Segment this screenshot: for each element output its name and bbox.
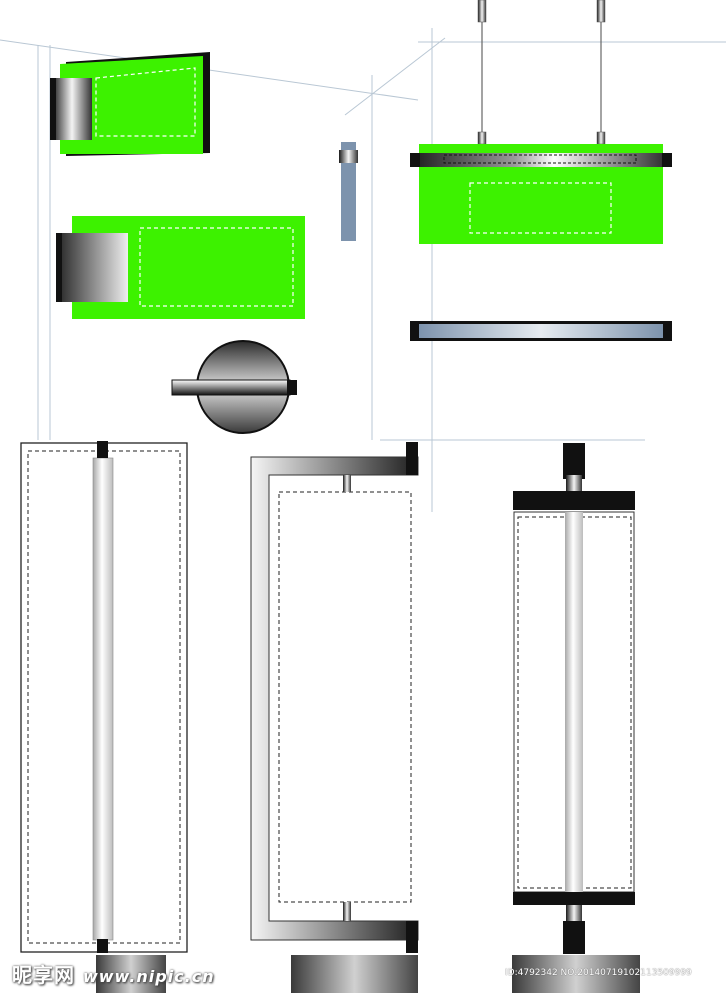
- rod-side-view: [339, 142, 358, 241]
- hanging-lightbox-sign: [410, 0, 672, 244]
- disc-mount-top-view: [171, 340, 297, 434]
- vertical-sign-capped: [513, 443, 635, 954]
- vertical-sign-center-rod: [20, 441, 188, 953]
- vertical-sign-bracket: [250, 442, 419, 953]
- watermark-site-url: www.nipic.cn: [82, 967, 215, 986]
- watermark-logo: 昵享网 www.nipic.cn: [12, 960, 215, 990]
- pedestal-bases: [96, 955, 640, 993]
- projecting-sign-angled: [50, 52, 210, 156]
- projecting-sign-flat: [56, 216, 305, 319]
- lightbox-bottom-view: [410, 321, 672, 341]
- watermark-image-id: ID:4792342 NO:20140719102113509999: [505, 968, 692, 978]
- watermark-site-logo: 昵享网: [12, 963, 75, 987]
